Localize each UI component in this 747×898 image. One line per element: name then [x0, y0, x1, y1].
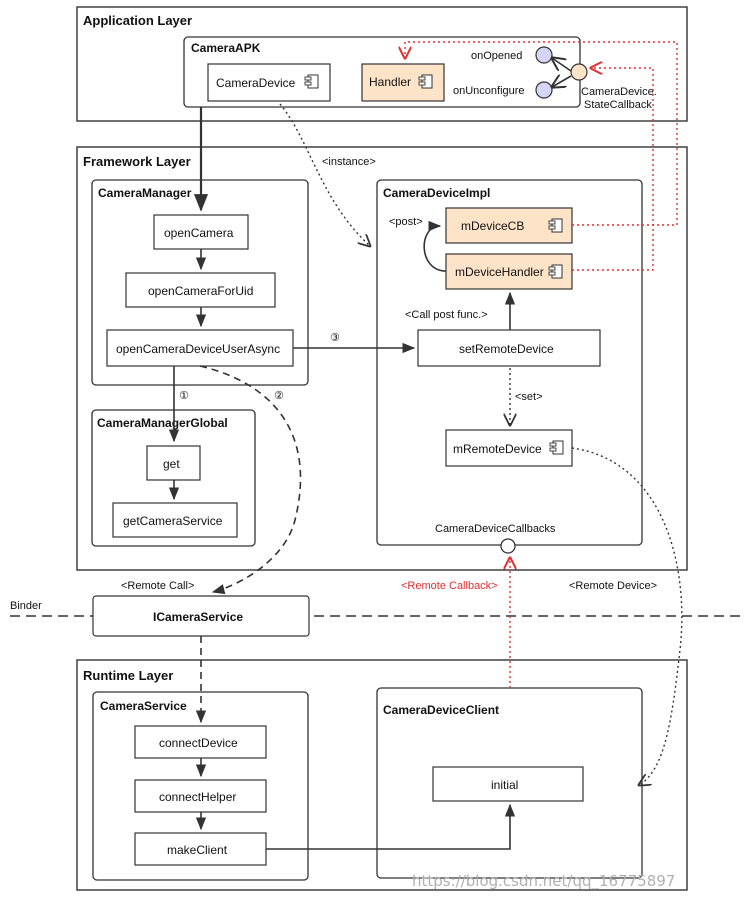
device-handler-to-handler-red-line: [572, 68, 654, 271]
call-post-func-label: <Call post func.>: [405, 309, 488, 321]
camera-device-app-label: CameraDevice: [216, 76, 296, 90]
async-to-icameraservice-dashed-arrow: [199, 365, 302, 595]
state-callback-label-2: StateCallback: [584, 99, 652, 111]
component-icon: [548, 218, 563, 233]
camera-device-client-title: CameraDeviceClient: [383, 703, 499, 717]
runtime-layer-frame: [76, 659, 688, 891]
post-loop-arrow: [423, 220, 447, 272]
on-opened-interface: [535, 46, 553, 64]
on-unconfigure-interface: [535, 81, 553, 99]
set-label: <set>: [515, 391, 543, 403]
application-layer-title: Application Layer: [83, 13, 192, 28]
get-camera-service-box: [112, 502, 238, 538]
state-to-onunconfigure-arrow: [552, 76, 572, 87]
handler-label: Handler: [369, 75, 411, 89]
component-icon: [418, 74, 433, 89]
state-callback-interface: [570, 63, 588, 81]
open-camera-device-user-async-label: openCameraDeviceUserAsync: [116, 342, 280, 356]
post-label: <post>: [389, 216, 423, 228]
framework-layer-frame: [76, 146, 688, 571]
camera-device-callbacks-interface: [500, 538, 516, 554]
get-camera-service-label: getCameraService: [123, 514, 223, 528]
set-remote-device-label: setRemoteDevice: [459, 342, 554, 356]
open-camera-for-uid-label: openCameraForUid: [148, 284, 253, 298]
application-layer-frame: [76, 6, 688, 122]
framework-layer-title: Framework Layer: [83, 154, 191, 169]
makeclient-to-initial-arrow: [266, 803, 516, 850]
m-remote-device-label: mRemoteDevice: [453, 442, 542, 456]
on-opened-label: onOpened: [471, 50, 522, 62]
get-box: [146, 445, 201, 481]
make-client-label: makeClient: [167, 843, 228, 857]
remote-call-label: <Remote Call>: [121, 580, 194, 592]
open-camera-label: openCamera: [164, 226, 234, 240]
connect-device-label: connectDevice: [159, 736, 238, 750]
connect-helper-label: connectHelper: [159, 790, 236, 804]
instance-label: <instance>: [322, 156, 376, 168]
step-3-marker: ③: [330, 332, 340, 344]
watermark-text: https://blog.csdn.net/qq_16775897: [412, 872, 675, 891]
camera-service-title: CameraService: [100, 699, 187, 713]
remote-callback-label: <Remote Callback>: [401, 580, 498, 592]
remote-device-dotted-arrow: [571, 447, 683, 785]
camera-manager-global-title: CameraManagerGlobal: [97, 416, 228, 430]
get-label: get: [163, 457, 180, 471]
state-callback-label-1: CameraDevice.: [581, 86, 657, 98]
camera-device-callbacks-label: CameraDeviceCallbacks: [435, 523, 556, 535]
open-camera-device-user-async-box: [106, 329, 294, 367]
m-device-handler-box: [445, 253, 573, 290]
make-client-box: [134, 832, 267, 866]
remote-device-label: <Remote Device>: [569, 580, 657, 592]
state-to-onopened-arrow: [552, 58, 572, 72]
initial-label: initial: [491, 778, 518, 792]
component-icon: [548, 264, 563, 279]
component-icon: [304, 74, 319, 89]
camera-apk-title: CameraAPK: [191, 41, 261, 55]
icamera-service-label: ICameraService: [153, 610, 243, 624]
m-device-cb-label: mDeviceCB: [461, 219, 524, 233]
camera-manager-title: CameraManager: [98, 186, 192, 200]
m-device-handler-label: mDeviceHandler: [455, 265, 544, 279]
set-remote-device-box: [417, 329, 601, 367]
binder-label: Binder: [10, 600, 42, 612]
step-2-marker: ②: [274, 390, 284, 402]
open-camera-for-uid-box: [125, 272, 276, 308]
runtime-layer-title: Runtime Layer: [83, 668, 173, 683]
on-unconfigure-label: onUnconfigure: [453, 85, 525, 97]
component-icon: [549, 440, 564, 455]
initial-box: [432, 766, 584, 802]
m-device-cb-box: [445, 207, 573, 244]
device-cb-to-statecallback-red-line: [405, 41, 678, 226]
instance-dotted-arrow: [279, 103, 370, 246]
connect-helper-box: [134, 779, 267, 813]
step-1-marker: ①: [179, 390, 189, 402]
camera-device-impl-title: CameraDeviceImpl: [383, 186, 490, 200]
